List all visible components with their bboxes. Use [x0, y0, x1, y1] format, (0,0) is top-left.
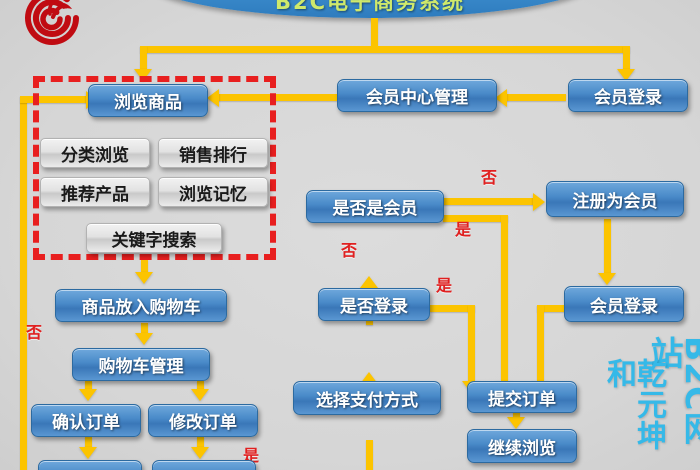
box-register-member[interactable]: 注册为会员: [546, 181, 684, 217]
arrow-down-to-continue-browsing: [507, 417, 525, 429]
box-label: 是否是会员: [332, 199, 418, 219]
connector-cartmgmt-to-confirm: [85, 381, 92, 391]
box-browse-history[interactable]: 浏览记忆: [158, 177, 268, 207]
box-label: 推荐产品: [61, 184, 129, 205]
box-label: 关键字搜索: [111, 230, 197, 251]
arrow-left-to-browse: [207, 89, 219, 107]
box-label: 购物车管理: [98, 357, 184, 377]
box-keyword-search[interactable]: 关键字搜索: [86, 223, 222, 253]
box-sales-ranking[interactable]: 销售排行: [158, 138, 268, 168]
box-label: 分类浏览: [61, 145, 129, 166]
connector-left-loop-top: [20, 96, 88, 103]
box-label: 继续浏览: [488, 438, 556, 459]
arrow-down-confirm-next: [79, 447, 97, 459]
label-no-member: 否: [481, 168, 498, 187]
connector-bus-right-drop: [623, 46, 630, 70]
arrow-down-member-login: [617, 69, 635, 81]
watermark-company: 乾元坤和: [601, 358, 666, 451]
label-no-left: 否: [26, 323, 43, 342]
arrow-up-to-ismember: [360, 276, 378, 288]
box-add-to-cart[interactable]: 商品放入购物车: [55, 289, 227, 322]
connector-register-to-login: [604, 219, 611, 275]
arrow-left-to-member-center: [495, 89, 507, 107]
connector-left-loop-vertical: [20, 96, 27, 470]
box-label: 销售排行: [179, 145, 247, 166]
box-category-browse[interactable]: 分类浏览: [40, 138, 150, 168]
box-modify-order[interactable]: 修改订单: [148, 404, 258, 437]
arrow-right-to-register: [533, 193, 545, 211]
arrow-down-to-cart-mgmt: [135, 333, 153, 345]
connector-into-payment: [366, 440, 373, 470]
connector-confirm-down: [85, 437, 92, 449]
box-browse-products[interactable]: 浏览商品: [88, 84, 208, 117]
arrow-down-to-modify-order: [191, 389, 209, 401]
box-label: 会员中心管理: [366, 88, 468, 108]
box-label: 是否登录: [340, 297, 408, 317]
box-label: 会员登录: [594, 88, 662, 108]
connector-top-bus: [140, 46, 630, 53]
box-label: 会员登录: [590, 296, 658, 317]
watermark-b2c-site: B2C网站: [645, 336, 700, 446]
box-member-center[interactable]: 会员中心管理: [337, 79, 497, 112]
connector-islogin-yes-v: [468, 305, 475, 383]
connector-modify-down: [197, 437, 204, 449]
connector-submit-to-continue: [513, 411, 520, 419]
box-cart-management[interactable]: 购物车管理: [72, 348, 210, 381]
label-no-login: 否: [341, 241, 358, 260]
connector-browse-to-cart: [141, 260, 148, 274]
connector-center-to-browse: [218, 94, 338, 101]
box-submit-order[interactable]: 提交订单: [467, 381, 577, 413]
box-label: 提交订单: [488, 389, 556, 410]
box-modify-next[interactable]: [152, 460, 256, 470]
box-label: 注册为会员: [572, 191, 658, 212]
page-title: B2C电子商务系统: [274, 0, 466, 14]
connector-memberlogin-to-submit-h: [537, 305, 567, 312]
connector-islogin-yes-h: [430, 305, 475, 312]
browse-module-outline: [33, 76, 276, 260]
connector-login-to-center: [506, 94, 566, 101]
connector-ismember-yes-h: [443, 215, 508, 222]
box-label: 浏览商品: [114, 93, 182, 113]
box-label: 选择支付方式: [316, 390, 418, 411]
box-is-member[interactable]: 是否是会员: [306, 190, 444, 223]
connector-cartmgmt-to-modify: [197, 381, 204, 391]
connector-bus-left-drop: [140, 46, 147, 70]
connector-title-stem: [371, 18, 378, 50]
box-confirm-next[interactable]: [38, 460, 142, 470]
box-select-payment[interactable]: 选择支付方式: [293, 381, 441, 415]
box-label: 确认订单: [52, 413, 120, 433]
label-yes-login: 是: [436, 276, 453, 295]
connector-cart-to-cartmgmt: [141, 323, 148, 335]
label-yes-bottom: 是: [243, 446, 260, 465]
label-yes-member: 是: [455, 220, 472, 239]
box-is-logged-in[interactable]: 是否登录: [318, 288, 430, 321]
arrow-down-to-add-cart: [135, 272, 153, 284]
red-spiral-dragon-logo: [25, 0, 79, 45]
arrow-down-to-member-login-right: [598, 273, 616, 285]
arrow-down-modify-next: [191, 447, 209, 459]
box-label: 浏览记忆: [179, 184, 247, 205]
box-label: 修改订单: [169, 413, 237, 433]
title-banner: B2C电子商务系统: [145, 0, 595, 18]
arrow-down-to-confirm-order: [79, 389, 97, 401]
box-confirm-order[interactable]: 确认订单: [31, 404, 141, 437]
connector-ismember-no: [443, 198, 535, 205]
connector-memberlogin-to-submit-v: [537, 305, 544, 383]
connector-ismember-yes-v: [501, 215, 508, 383]
box-member-login-top[interactable]: 会员登录: [568, 79, 688, 112]
box-label: 商品放入购物车: [81, 298, 201, 318]
box-recommended-products[interactable]: 推荐产品: [40, 177, 150, 207]
box-member-login-right[interactable]: 会员登录: [564, 286, 684, 322]
box-continue-browsing[interactable]: 继续浏览: [467, 429, 577, 463]
